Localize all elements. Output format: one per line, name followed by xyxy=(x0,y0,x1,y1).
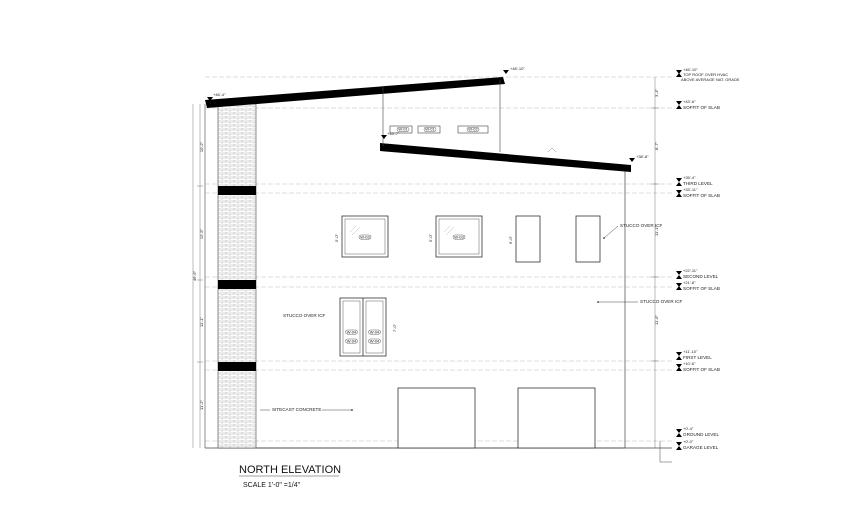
third-level-value: +35'-4" xyxy=(683,175,696,180)
tag-w9: W-04 xyxy=(370,338,380,343)
soffit-roof-value: +43'-6" xyxy=(683,99,696,104)
roof-left-elev: +46'-4" xyxy=(213,92,226,97)
tag-w8: W-04 xyxy=(347,338,357,343)
drawing-scale: SCALE 1'-0" =1/4" xyxy=(243,482,301,489)
top-roof-label-1: TOP ROOF OVER HVAC xyxy=(683,72,728,77)
upper-roof xyxy=(205,77,505,108)
top-roof-label-2: ABOVE AVERAGE NAT. GRADE xyxy=(681,77,740,82)
second-level-value: +22'-11" xyxy=(683,268,698,273)
level-markers: +46'-10" TOP ROOF OVER HVAC ABOVE AVERAG… xyxy=(676,67,740,450)
third-level-label: THIRD LEVEL xyxy=(683,181,713,186)
tag-w3: W-02 xyxy=(468,127,478,132)
dim-left-total: 46'-6" xyxy=(192,270,197,281)
soffit-third-label: SOFFIT OF SLAB xyxy=(683,193,720,198)
dim-right-1: 3'-4" xyxy=(654,88,659,97)
annotation-sitecast: SITECAST CONCRETE xyxy=(272,407,321,412)
annotation-stucco-left: STUCCO OVER ICF xyxy=(283,313,326,318)
garage-level-value: +0'-0" xyxy=(683,439,694,444)
soffit-second-label: SOFFIT OF SLAB xyxy=(683,286,720,291)
lower-roof xyxy=(380,143,631,172)
soffit-second-value: +21'-8" xyxy=(683,280,696,285)
dim-win-3: 6'-0" xyxy=(508,235,513,244)
dim-left-4: 11'-2" xyxy=(199,399,204,409)
dim-right-4: 11'-6" xyxy=(654,314,659,324)
annotation-stucco-right: STUCCO OVER ICF xyxy=(640,299,683,304)
window-tags: W-01 W-01 W-02 W-03 W-03 W-04 W-04 W-04 … xyxy=(345,127,480,344)
garage-doors xyxy=(397,387,596,449)
left-dimensions xyxy=(192,104,203,448)
roof-peak-elev: +48'-10" xyxy=(510,66,525,71)
ground-level-label: GROUND LEVEL xyxy=(683,432,719,437)
dim-win-1: 5'-0" xyxy=(334,233,339,242)
third-level-windows xyxy=(341,215,601,263)
right-dimensions xyxy=(651,77,659,448)
tag-w7: W-04 xyxy=(370,329,380,334)
tag-w5: W-03 xyxy=(454,234,464,239)
drawing-title: NORTH ELEVATION xyxy=(239,464,341,476)
tag-w1: W-01 xyxy=(398,127,408,132)
soffit-first-value: +10'-6" xyxy=(683,361,696,366)
first-level-value: +11'-10" xyxy=(683,349,698,354)
garage-level-label: GARAGE LEVEL xyxy=(683,445,719,450)
roof-mid-elev: +45'-7" xyxy=(387,131,400,136)
top-roof-value: +46'-10" xyxy=(683,67,698,72)
tag-w4: W-03 xyxy=(360,234,370,239)
dim-left-2: 12'-5" xyxy=(199,228,204,239)
soffit-roof-label: SOFFIT OF SLAB xyxy=(683,105,720,110)
dim-win-2: 5'-0" xyxy=(428,233,433,242)
brick-column xyxy=(217,103,257,449)
annotations: STUCCO OVER ICF STUCCO OVER ICF STUCCO O… xyxy=(260,223,683,412)
first-level-label: FIRST LEVEL xyxy=(683,355,712,360)
tag-w6: W-04 xyxy=(347,329,357,334)
soffit-first-label: SOFFIT OF SLAB xyxy=(683,367,720,372)
roof-lower-elev: +38'-8" xyxy=(636,154,649,159)
roof-slope-mark xyxy=(547,147,557,153)
soffit-third-value: +33'-11" xyxy=(683,187,698,192)
dim-right-2: 8'-7" xyxy=(654,141,659,150)
second-level-windows xyxy=(339,297,387,357)
tag-w2: W-01 xyxy=(425,127,435,132)
dim-left-3: 11'-1" xyxy=(199,316,204,326)
grade-step xyxy=(659,441,672,463)
roof-elevation-tags: +46'-4" +48'-10" +45'-7" +38'-8" xyxy=(207,66,649,162)
second-level-label: SECOND LEVEL xyxy=(683,274,719,279)
ground-level-value: +0'-4" xyxy=(683,426,694,431)
dim-right-3: 11'-1" xyxy=(654,225,659,235)
dim-left-1: 10'-2" xyxy=(199,141,204,152)
dim-win-4: 7'-0" xyxy=(392,323,397,332)
annotation-stucco-upper: STUCCO OVER ICF xyxy=(620,223,663,228)
